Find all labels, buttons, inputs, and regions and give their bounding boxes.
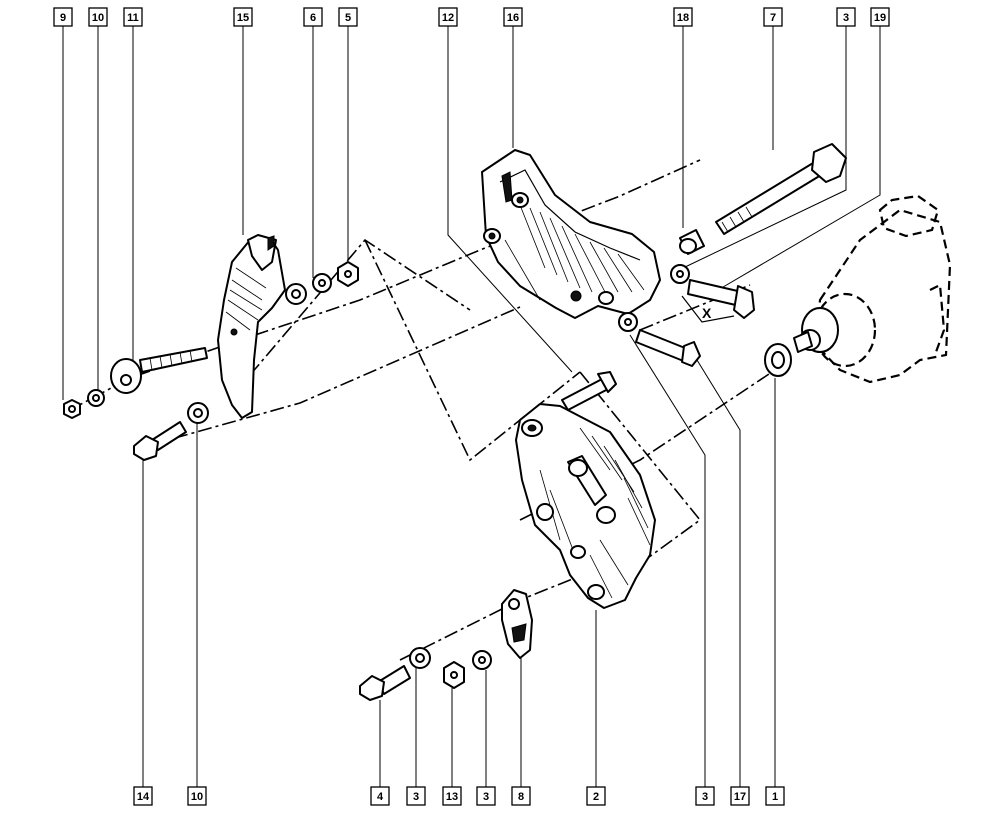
callout-15: 15 [233,7,253,27]
svg-text:2: 2 [593,791,599,803]
lower-mounting-bracket [515,403,656,609]
bolt-4 [359,665,411,701]
callout-4: 4 [370,786,390,806]
callout-3-bottom-b: 3 [476,786,496,806]
callout-1: 1 [765,786,785,806]
spacer-sleeve [679,229,705,255]
svg-text:13: 13 [446,791,458,803]
callout-7: 7 [763,7,783,27]
bolt-17 [635,329,701,367]
washer-upper [670,264,690,284]
callout-17: 17 [730,786,750,806]
callout-12: 12 [438,7,458,27]
svg-text:9: 9 [60,12,66,24]
callout-16: 16 [503,7,523,27]
leader-lines [62,25,881,788]
callout-18: 18 [673,7,693,27]
pulley-nut [764,343,792,377]
callout-3-bottom-a: 3 [406,786,426,806]
callout-10-bottom: 10 [187,786,207,806]
svg-text:3: 3 [702,791,708,803]
svg-text:3: 3 [843,12,849,24]
svg-text:6: 6 [310,12,316,24]
callouts-top: 9 10 11 15 6 5 12 16 18 7 3 19 [53,7,890,27]
nut-9 [63,399,81,419]
svg-text:14: 14 [137,791,150,803]
svg-text:16: 16 [507,12,519,24]
svg-text:5: 5 [345,12,351,24]
callouts-bottom: 14 10 4 3 13 3 8 2 3 17 1 [133,786,785,806]
callout-3-top: 3 [836,7,856,27]
dimension-x-label: X [702,305,712,321]
svg-text:12: 12 [442,12,454,24]
callout-9: 9 [53,7,73,27]
svg-text:18: 18 [677,12,689,24]
callout-19: 19 [870,7,890,27]
svg-text:10: 10 [191,791,203,803]
washer-3-lower-b [472,650,492,670]
svg-text:19: 19 [874,12,886,24]
washer-3-lower-a [409,647,431,669]
callout-8: 8 [511,786,531,806]
callout-3-bottom-c: 3 [695,786,715,806]
svg-text:11: 11 [127,12,139,24]
washer-10-upper [87,389,105,407]
callout-10-top: 10 [88,7,108,27]
pump-outline [793,194,952,384]
svg-text:1: 1 [772,791,778,803]
svg-text:3: 3 [413,791,419,803]
bolt-14 [133,421,187,461]
upper-mounting-bracket [481,149,661,319]
callout-13: 13 [442,786,462,806]
adjusting-bolt-assembly [110,347,208,394]
svg-text:7: 7 [770,12,776,24]
callout-2: 2 [586,786,606,806]
nut-13 [443,661,465,689]
callout-14: 14 [133,786,153,806]
side-bracket [217,234,286,419]
bolt-12 [561,371,617,411]
svg-text:3: 3 [483,791,489,803]
svg-text:8: 8 [518,791,524,803]
assembly-axis-lines [69,159,791,661]
svg-text:4: 4 [377,791,384,803]
svg-text:15: 15 [237,12,249,24]
dimension-x-bolt: X [681,279,755,323]
clamp-plate-8 [501,589,533,659]
svg-text:17: 17 [734,791,746,803]
washer-10-lower [187,402,209,424]
callout-5: 5 [338,7,358,27]
svg-text:10: 10 [92,12,104,24]
callout-11: 11 [123,7,143,27]
washer-6b [312,273,332,293]
long-bolt [715,143,847,235]
nut-5 [337,261,359,287]
washer-mid [618,312,638,332]
washer-6 [285,283,307,305]
callout-6: 6 [303,7,323,27]
